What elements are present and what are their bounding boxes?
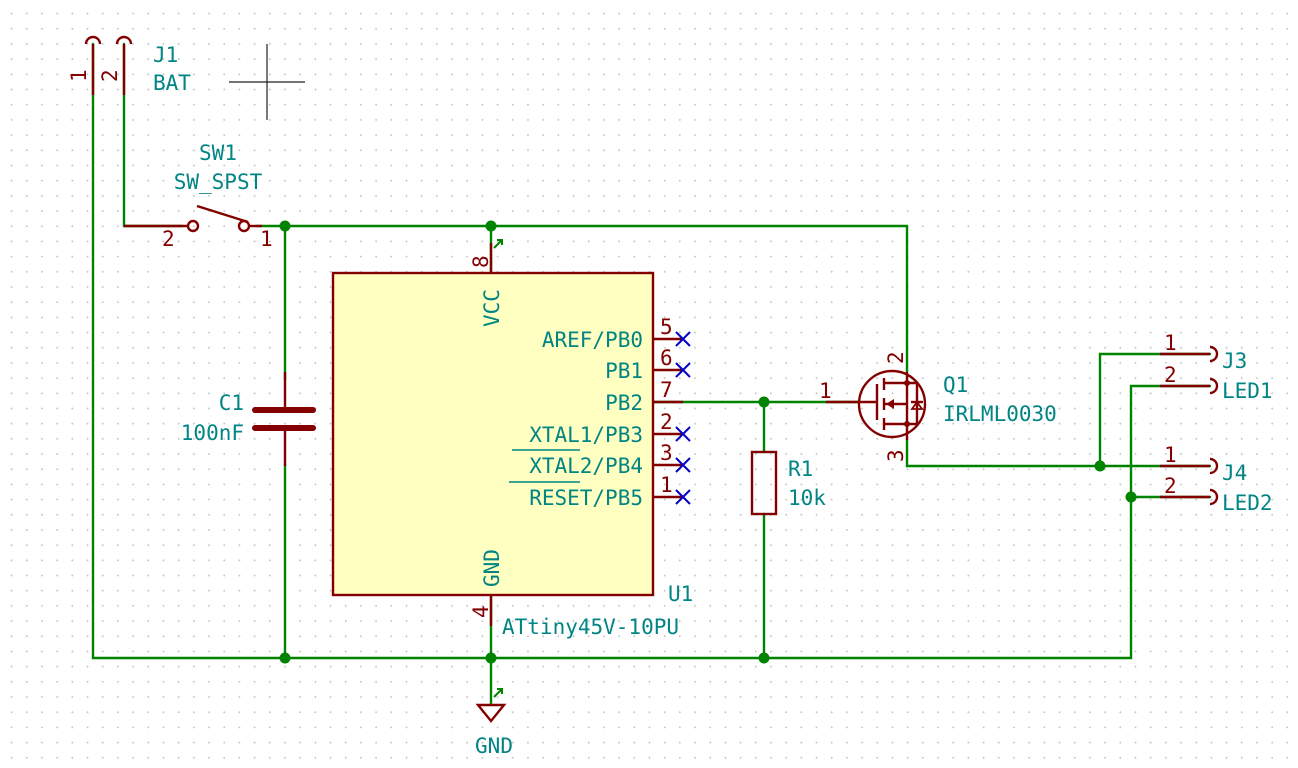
q1-ref: Q1 xyxy=(943,373,968,397)
u1-pin-pb4[interactable]: XTAL2/PB4 3 xyxy=(512,441,683,478)
switch-sw1[interactable]: 2 1 SW1 SW_SPST xyxy=(124,141,273,251)
j4-value: LED2 xyxy=(1222,491,1273,515)
u1-pin-num: 3 xyxy=(660,441,673,465)
j4-ref: J4 xyxy=(1222,461,1247,485)
u1-pin-pb3[interactable]: XTAL1/PB3 2 xyxy=(529,410,683,447)
j3-ref: J3 xyxy=(1222,349,1247,373)
net-flag-icons xyxy=(493,239,503,698)
mosfet-q1[interactable]: 1 2 3 Q1 IRLML0030 xyxy=(819,351,1057,462)
ic-u1[interactable]: 8 VCC 4 GND AREF/PB0 5 PB1 6 PB2 7 XTAL1… xyxy=(331,243,693,639)
j3-value: LED1 xyxy=(1222,379,1273,403)
j4-pin-1: 1 xyxy=(1164,443,1177,467)
u1-pin-num: 1 xyxy=(660,473,673,497)
j3-pin-2: 2 xyxy=(1164,363,1177,387)
j4-pin-2: 2 xyxy=(1164,474,1177,498)
u1-pin-pb5[interactable]: RESET/PB5 1 xyxy=(509,473,683,510)
u1-ref: U1 xyxy=(668,582,693,606)
u1-vcc-num: 8 xyxy=(469,255,493,268)
u1-pin-num: 2 xyxy=(660,410,673,434)
u1-pin-num: 6 xyxy=(660,346,673,370)
junctions xyxy=(279,220,1137,664)
u1-pin-num: 7 xyxy=(660,378,673,402)
capacitor-c1[interactable]: C1 100nF xyxy=(181,372,316,466)
r1-ref: R1 xyxy=(788,457,813,481)
j1-pin-2: 2 xyxy=(98,69,122,82)
wires xyxy=(91,42,1212,707)
gnd-symbol[interactable]: GND xyxy=(475,703,513,758)
resistor-r1[interactable]: R1 10k xyxy=(750,450,826,516)
connector-j1[interactable]: 1 2 J1 BAT xyxy=(67,35,191,95)
q1-pin-2: 2 xyxy=(884,351,908,364)
u1-pin-name: XTAL2/PB4 xyxy=(529,454,643,478)
q1-pin-1: 1 xyxy=(819,379,832,403)
c1-value: 100nF xyxy=(181,421,244,445)
u1-vcc-name: VCC xyxy=(480,289,504,327)
j1-value: BAT xyxy=(153,71,191,95)
connector-j3[interactable]: 1 2 J3 LED1 xyxy=(1160,331,1273,403)
u1-pin-name: AREF/PB0 xyxy=(542,328,643,352)
c1-ref: C1 xyxy=(219,391,244,415)
u1-pin-num: 5 xyxy=(660,315,673,339)
r1-value: 10k xyxy=(788,486,826,510)
sw1-pin-2: 2 xyxy=(162,227,175,251)
connector-j4[interactable]: 1 2 J4 LED2 xyxy=(1160,443,1273,515)
sw1-pin-1: 1 xyxy=(260,227,273,251)
gnd-label: GND xyxy=(475,734,513,758)
u1-pin-pb2[interactable]: PB2 7 xyxy=(605,378,683,415)
u1-gnd-num: 4 xyxy=(469,605,493,618)
u1-pin-name: PB2 xyxy=(605,391,643,415)
u1-pin-pb0[interactable]: AREF/PB0 5 xyxy=(542,315,683,352)
u1-gnd-name: GND xyxy=(480,549,504,587)
j1-ref: J1 xyxy=(153,43,178,67)
crosshair-cursor xyxy=(229,44,305,120)
q1-value: IRLML0030 xyxy=(943,402,1057,426)
u1-pin-name: XTAL1/PB3 xyxy=(529,423,643,447)
j1-pin-1: 1 xyxy=(67,69,91,82)
sw1-ref: SW1 xyxy=(199,141,237,165)
u1-pin-name: RESET/PB5 xyxy=(529,486,643,510)
j3-pin-1: 1 xyxy=(1164,331,1177,355)
q1-pin-3: 3 xyxy=(884,449,908,462)
no-connect-markers xyxy=(675,331,691,505)
u1-pin-name: PB1 xyxy=(605,359,643,383)
sw1-value: SW_SPST xyxy=(174,170,263,194)
u1-pin-pb1[interactable]: PB1 6 xyxy=(605,346,683,383)
u1-value: ATtiny45V-10PU xyxy=(502,615,679,639)
